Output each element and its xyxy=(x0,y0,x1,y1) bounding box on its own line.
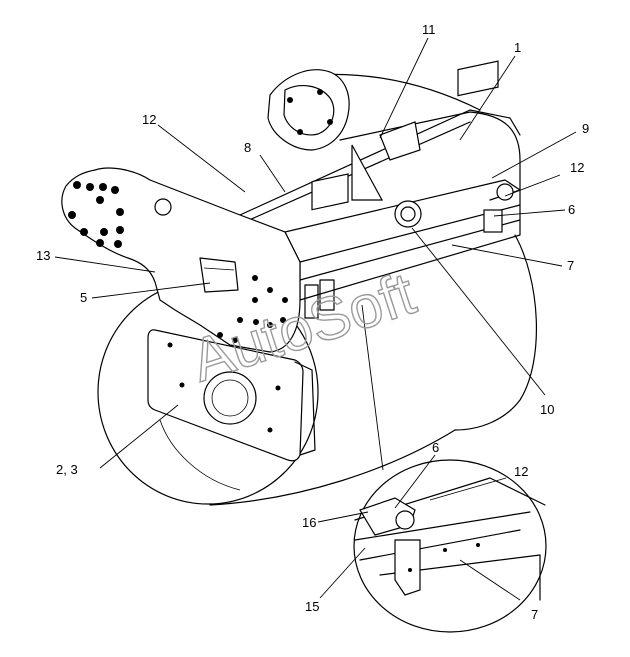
callout-7-detail: 7 xyxy=(531,607,538,622)
detail-inset xyxy=(353,459,547,633)
callout-9: 9 xyxy=(582,121,589,136)
callout-11: 11 xyxy=(422,22,436,37)
callout-6-detail: 6 xyxy=(432,440,439,455)
motor-mount-plate xyxy=(147,329,316,462)
callout-10: 10 xyxy=(540,402,554,417)
callout-1: 1 xyxy=(514,40,521,55)
triangle-bracket xyxy=(351,121,421,201)
callout-2-3: 2, 3 xyxy=(56,462,78,477)
plate-bolts xyxy=(68,181,288,343)
callout-16: 16 xyxy=(302,515,316,530)
callout-13: 13 xyxy=(36,248,50,263)
engine-block-top xyxy=(267,69,350,151)
callout-6-main: 6 xyxy=(568,202,575,217)
callout-8: 8 xyxy=(244,140,251,155)
callout-labels: 1 2, 3 5 6 6 7 7 8 9 10 11 12 12 12 13 1… xyxy=(36,22,589,622)
front-face-details xyxy=(304,60,514,319)
callout-15: 15 xyxy=(305,599,319,614)
callout-12-right: 12 xyxy=(570,160,584,175)
detail-connector xyxy=(361,304,384,471)
leader-lines xyxy=(54,37,577,601)
callout-7-main: 7 xyxy=(567,258,574,273)
callout-12-left: 12 xyxy=(142,112,156,127)
callout-12-detail: 12 xyxy=(514,464,528,479)
callout-5: 5 xyxy=(80,290,87,305)
frame-plate-left xyxy=(61,167,301,353)
